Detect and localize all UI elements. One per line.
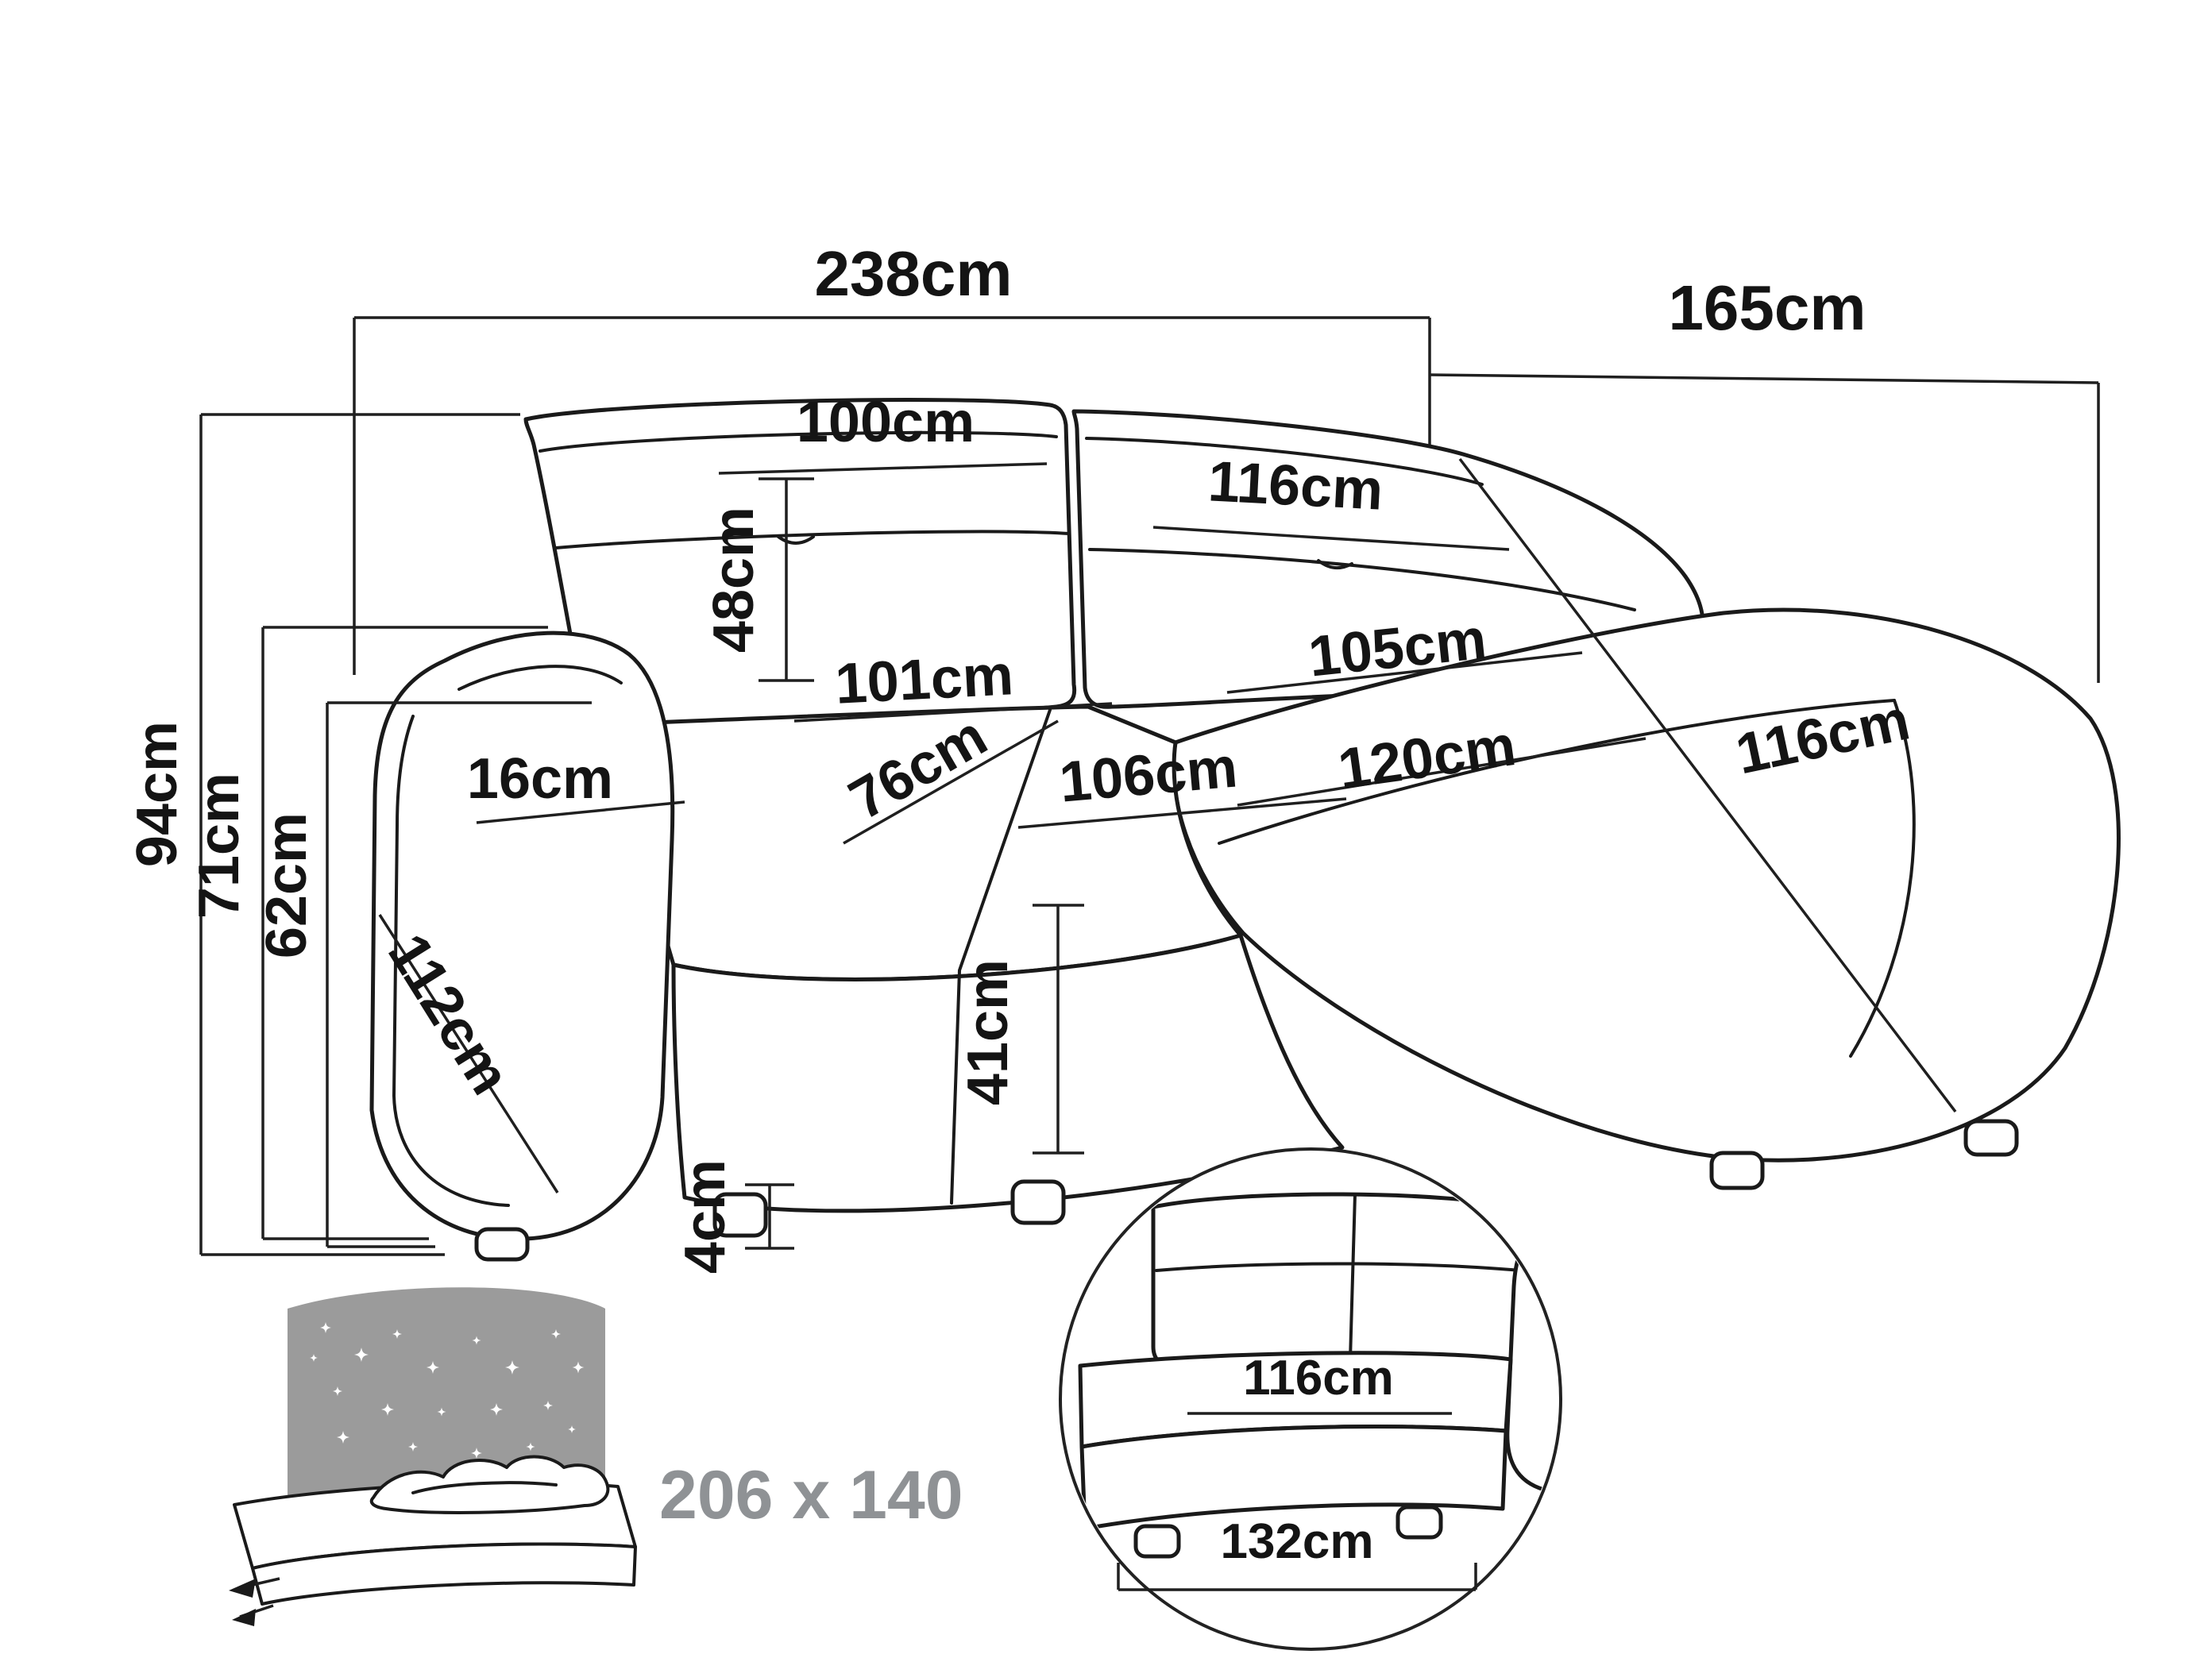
duvet-fold-line [411,1481,558,1494]
detail-back-seam-horizontal [1155,1262,1552,1275]
pullout-arrow-head [232,1609,256,1626]
label-seat-back-height-62: 62cm [255,812,318,958]
label-front-width-106: 106cm [1057,735,1240,814]
dim-line-total-depth [1429,373,2100,683]
sofa-leg [1963,1119,2019,1157]
back-cushion-right-top-edge [1085,437,1484,486]
label-leg-height-4: 4cm [674,1159,737,1274]
left-armrest [369,630,675,1241]
dim-leader-116-chaise [1458,457,1957,1113]
sofa-leg [712,1192,768,1238]
dim-line-height-94 [199,413,520,1256]
detail-leg [1133,1524,1181,1559]
duvet-shape [369,1455,610,1514]
chaise-body [1172,607,2121,1163]
sofa-line-drawing [369,398,2121,1262]
label-seat-left-101: 101cm [834,643,1015,716]
dim-bracket-41 [1033,904,1084,1155]
dim-underline-120 [1237,737,1646,807]
sofa-leg [1010,1179,1066,1225]
detail-back-seam-vertical [1349,1193,1357,1361]
dim-underline-101 [793,702,1113,723]
dim-line-height-71 [261,626,548,1240]
label-back-left-width-100: 100cm [797,391,975,454]
detail-seat-front [1079,1425,1508,1531]
label-detail-base-132: 132cm [1220,1514,1373,1569]
tuft-pinch-1 [777,535,815,545]
dim-bracket-4 [745,1183,794,1250]
label-total-width: 238cm [814,238,1012,309]
mattress-base [251,1542,637,1606]
dimension-lines [199,316,2100,1256]
label-armrest-height-71: 71cm [187,773,251,919]
dim-underline-16 [476,800,685,824]
dim-underline-100 [718,462,1048,475]
sofa-leg [1709,1151,1765,1190]
label-back-cushion-height-48: 48cm [702,507,766,653]
armrest-inner-contour [392,715,510,1207]
detail-view: 116cm 132cm [1059,1147,1562,1651]
dim-leader-112 [378,914,559,1193]
dim-line-height-62 [326,701,592,1248]
back-cushion-left-seam [554,530,1071,549]
dim-underline-105 [1226,651,1583,694]
tuft-pinch-2 [1317,559,1353,570]
seat-middle-seam [950,708,1052,1205]
label-detail-cushion-116: 116cm [1243,1351,1394,1405]
armrest-top-band [457,665,623,691]
dim-line-132 [1117,1563,1477,1591]
dim-underline-116-back [1152,526,1510,551]
pullout-arrow-head [229,1579,256,1598]
detail-leg [1396,1505,1443,1540]
label-seat-height-41: 41cm [956,959,1020,1105]
dim-bracket-48 [759,477,814,682]
dim-leader-76 [843,719,1059,845]
label-height-94: 94cm [125,721,189,867]
back-cushion-left-top-edge [539,430,1058,453]
label-total-depth: 165cm [1668,272,1866,343]
label-back-right-width-116: 116cm [1206,449,1384,522]
label-sleeping-area: 206 x 140 [659,1457,963,1533]
dim-line-total-width [353,316,1431,675]
chaise-side-seam [1849,699,1916,1058]
sofa-leg [474,1227,530,1262]
detail-sofa-section [1078,1192,1558,1559]
label-armrest-width-16: 16cm [467,747,613,811]
sleeper-function-icon: 206 x 140 [229,1287,963,1626]
dim-underline-106 [1017,797,1347,829]
